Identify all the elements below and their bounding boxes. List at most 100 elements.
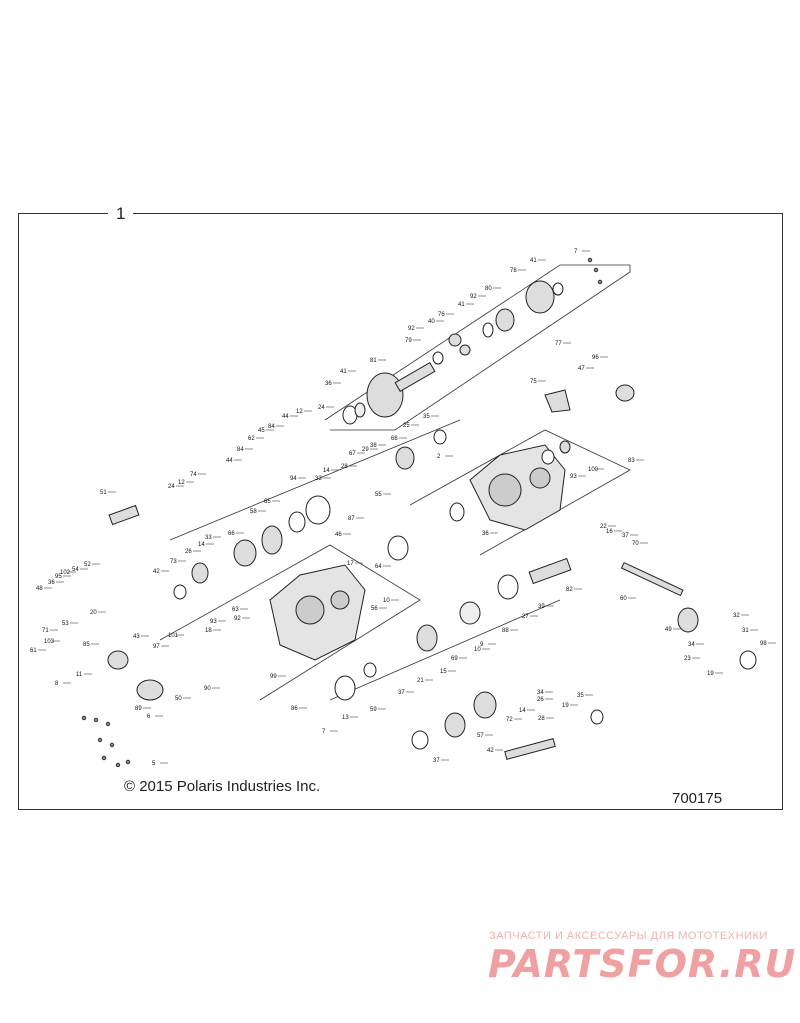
callout-label: 13 <box>342 715 349 721</box>
callout-label: 42 <box>153 569 160 575</box>
callout-label: 28 <box>538 716 545 722</box>
callout-label: 50 <box>175 696 182 702</box>
disc-59 <box>334 675 356 701</box>
assembly-number: 1 <box>108 204 134 224</box>
callout-label: 72 <box>506 717 513 723</box>
callout-label: 71 <box>42 628 49 634</box>
axle-60 <box>620 561 684 597</box>
gear-66 <box>233 539 257 567</box>
callout-label: 24 <box>168 484 175 490</box>
callout-label: 102 <box>60 570 71 576</box>
callout-label: 26 <box>185 549 192 555</box>
group-outline-main-case <box>159 544 421 701</box>
callout-label: 70 <box>632 541 639 547</box>
shaft-79 <box>394 361 436 393</box>
callout-label: 20 <box>90 610 97 616</box>
washer-65 <box>288 511 306 533</box>
callout-label: 84 <box>268 424 275 430</box>
ring-37 <box>363 662 377 678</box>
callout-label: 37 <box>398 690 405 696</box>
ring-92 <box>432 351 444 365</box>
callout-label: 83 <box>628 458 635 464</box>
callout-label: 69 <box>451 656 458 662</box>
callout-label: 78 <box>510 268 517 274</box>
callout-label: 57 <box>477 733 484 739</box>
callout-label: 52 <box>84 562 91 568</box>
callout-label: 25 <box>403 423 410 429</box>
assembly-axis-line <box>169 419 461 541</box>
callout-label: 92 <box>234 616 241 622</box>
bearing-42 <box>173 584 187 600</box>
callout-label: 74 <box>190 472 197 478</box>
gear-49 <box>677 607 699 633</box>
callout-label: 43 <box>133 634 140 640</box>
bearing-35b <box>590 709 604 725</box>
callout-label: 89 <box>135 706 142 712</box>
callout-label: 35 <box>577 693 584 699</box>
callout-label: 80 <box>485 286 492 292</box>
callout-label: 36 <box>482 531 489 537</box>
callout-label: 95 <box>55 574 62 580</box>
callout-label: 22 <box>600 524 607 530</box>
callout-label: 47 <box>578 366 585 372</box>
callout-label: 14 <box>519 708 526 714</box>
callout-label: 61 <box>30 648 37 654</box>
cover-88 <box>459 601 481 625</box>
callout-label: 41 <box>530 258 537 264</box>
callout-label: 86 <box>291 706 298 712</box>
callout-label: 46 <box>335 532 342 538</box>
assembly-axis-line <box>329 599 561 701</box>
callout-layer: 7784180924177764079928136412412448462454… <box>0 0 776 767</box>
ring-98 <box>739 650 757 670</box>
callout-label: 42 <box>487 748 494 754</box>
bearing-100 <box>559 440 571 454</box>
callout-label: 8 <box>55 681 59 687</box>
callout-label: 58 <box>250 509 257 515</box>
bearing-41b <box>482 322 494 338</box>
shaft-82 <box>528 557 572 585</box>
callout-label: 100 <box>588 467 599 473</box>
gear-58 <box>261 525 283 555</box>
callout-label: 51 <box>100 490 107 496</box>
callout-label: 62 <box>248 436 255 442</box>
callout-label: 37 <box>622 533 629 539</box>
callout-label: 44 <box>226 458 233 464</box>
callout-label: 64 <box>375 564 382 570</box>
callout-label: 19 <box>562 703 569 709</box>
gear-67 <box>395 446 415 470</box>
seal-36 <box>449 502 465 522</box>
seal-37b <box>411 730 429 750</box>
gear-76 <box>448 333 462 347</box>
ring-94 <box>305 495 331 525</box>
copyright-text: © 2015 Polaris Industries Inc. <box>124 778 321 795</box>
seal-39 <box>497 574 519 600</box>
callout-label: 41 <box>458 302 465 308</box>
callout-label: 49 <box>665 627 672 633</box>
callout-label: 92 <box>470 294 477 300</box>
carrier-78 <box>525 280 555 314</box>
callout-label: 16 <box>606 529 613 535</box>
callout-label: 91 <box>0 0 7 2</box>
callout-label: 15 <box>440 669 447 675</box>
callout-label: 12 <box>178 480 185 486</box>
shaft-28 <box>504 738 556 760</box>
callout-label: 34 <box>688 642 695 648</box>
gear-57 <box>444 712 466 738</box>
watermark-logo: PARTSFOR.RU <box>488 942 797 986</box>
callout-label: 93 <box>210 619 217 625</box>
callout-label: 32 <box>733 613 740 619</box>
callout-label: 76 <box>438 312 445 318</box>
callout-label: 79 <box>405 338 412 344</box>
callout-label: 73 <box>170 559 177 565</box>
diagram-id: 700175 <box>672 790 723 807</box>
callout-label: 7 <box>322 729 326 735</box>
callout-label: 29 <box>362 447 369 453</box>
callout-label: 77 <box>555 341 562 347</box>
bearing-41c <box>552 282 564 296</box>
gear-40 <box>459 344 471 356</box>
callout-label: 9 <box>480 642 484 648</box>
callout-label: 44 <box>282 414 289 420</box>
callout-label: 24 <box>318 405 325 411</box>
callout-label: 67 <box>349 451 356 457</box>
